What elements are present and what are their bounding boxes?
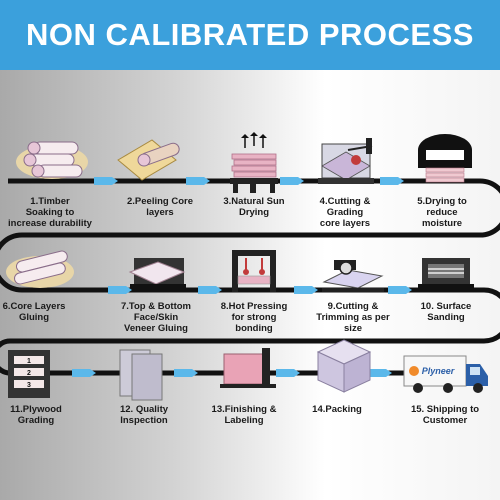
step-label-12: 12. Quality Inspection [119, 404, 169, 426]
glued-logs-icon [6, 250, 74, 288]
flow-arrow-1 [94, 177, 118, 185]
step-label-13: 13.Finishing &Labeling [211, 404, 277, 426]
timber-logs-icon [16, 141, 88, 179]
flow-arrow-6 [198, 286, 222, 294]
inspection-boards-icon [119, 349, 163, 401]
drying-kiln-icon [418, 134, 472, 183]
veneer-gluing-icon [128, 258, 186, 288]
labeling-machine-icon [220, 348, 276, 388]
flow-track [0, 178, 500, 376]
peeling-veneer-icon [117, 139, 180, 181]
page-title: NON CALIBRATED PROCESS [26, 17, 474, 52]
flow-arrow-8 [388, 286, 412, 294]
hot-press-icon [232, 250, 276, 292]
sun-drying-stack-icon [230, 132, 278, 193]
flow-arrow-12 [368, 369, 392, 377]
grade-badge-2: 2 [27, 370, 31, 377]
title-banner: NON CALIBRATED PROCESS [0, 0, 500, 70]
flow-arrow-5 [108, 286, 132, 294]
grade-badge-3: 3 [27, 382, 31, 389]
flow-arrow-4 [380, 177, 404, 185]
packing-box-icon [316, 339, 372, 393]
cutting-machine-icon [318, 138, 374, 184]
truck-brand-label: Plyneer [422, 366, 455, 376]
flow-arrow-11 [276, 369, 300, 377]
flow-arrow-10 [174, 369, 198, 377]
sanding-machine-icon [418, 258, 474, 290]
trimming-saw-icon [322, 260, 384, 292]
step-label-14: 14.Packing [312, 404, 362, 415]
grade-badge-1: 1 [27, 358, 31, 365]
flow-arrow-3 [280, 177, 304, 185]
flow-arrow-9 [72, 369, 96, 377]
flow-arrow-7 [294, 286, 318, 294]
grading-stack-icon: 1 2 3 [8, 350, 50, 398]
shipping-truck-icon: Plyneer [403, 355, 488, 393]
flow-arrow-2 [186, 177, 210, 185]
